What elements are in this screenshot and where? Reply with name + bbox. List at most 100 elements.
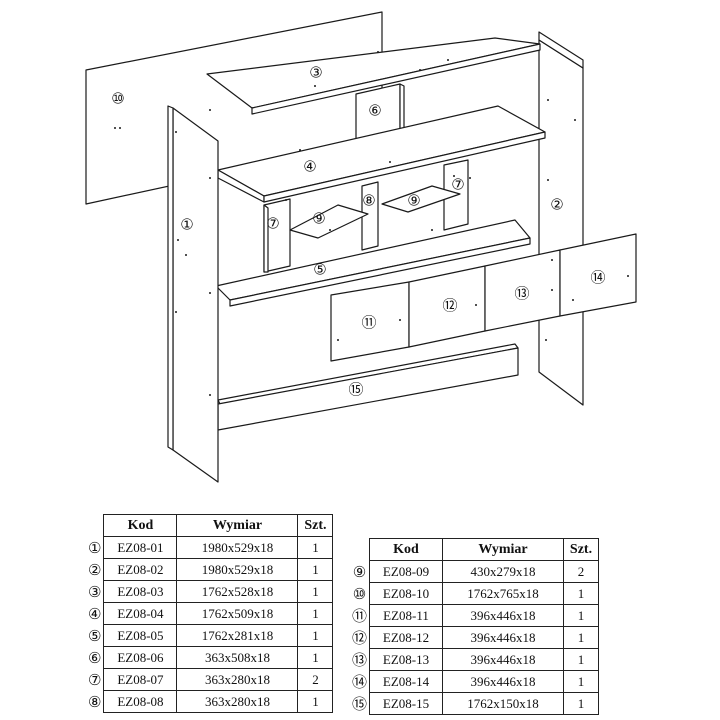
row-number: ⑩	[352, 584, 367, 603]
cell-szt: 1	[297, 690, 334, 713]
cell-wymiar: 1762x281x18	[176, 624, 299, 647]
panel-2-right-side-front	[538, 39, 584, 406]
part-label-3: ③	[309, 64, 322, 82]
panel-2-right-side-edge	[538, 31, 584, 69]
cell-szt: 1	[563, 604, 600, 627]
panel-8-center-divider	[361, 181, 379, 251]
header-wymiar: Wymiar	[442, 538, 565, 561]
cell-kod: EZ08-13	[369, 648, 444, 671]
part-label-9-right: ⑨	[407, 192, 420, 210]
part-label-7-left: ⑦	[266, 215, 279, 233]
cell-kod: EZ08-14	[369, 670, 444, 693]
row-number: ⑨	[352, 562, 367, 581]
cell-szt: 1	[297, 580, 334, 603]
cell-kod: EZ08-09	[369, 560, 444, 583]
panel-9-left-shelf	[289, 204, 369, 239]
part-label-6: ⑥	[368, 102, 381, 120]
cell-szt: 2	[297, 668, 334, 691]
cell-kod: EZ08-06	[103, 646, 178, 669]
row-number: ④	[88, 604, 102, 623]
part-label-2: ②	[550, 196, 563, 214]
cell-wymiar: 396x446x18	[442, 648, 565, 671]
cell-kod: EZ08-03	[103, 580, 178, 603]
panel-3-top-edge	[251, 43, 541, 115]
row-number: ⑭	[352, 673, 368, 691]
panel-1-left-side	[172, 107, 219, 483]
cell-szt: 2	[563, 560, 600, 583]
cell-wymiar: 396x446x18	[442, 626, 565, 649]
cell-wymiar: 1762x765x18	[442, 582, 565, 605]
cell-kod: EZ08-10	[369, 582, 444, 605]
row-number: ⑥	[88, 648, 102, 667]
part-label-5: ⑤	[313, 261, 326, 279]
part-label-9-left: ⑨	[312, 210, 325, 228]
part-label-7-right: ⑦	[451, 176, 464, 194]
header-kod: Kod	[369, 538, 444, 561]
cell-wymiar: 363x280x18	[176, 668, 299, 691]
cell-kod: EZ08-01	[103, 536, 178, 559]
cell-szt: 1	[563, 582, 600, 605]
cell-kod: EZ08-07	[103, 668, 178, 691]
row-number: ⑪	[352, 607, 368, 625]
row-number: ⑮	[352, 695, 368, 713]
part-label-10: ⑩	[111, 90, 124, 108]
panel-9-right-shelf	[381, 185, 461, 213]
part-label-12: ⑫	[442, 297, 457, 315]
header-kod: Kod	[103, 514, 178, 537]
cell-kod: EZ08-12	[369, 626, 444, 649]
panel-5-base-shelf-front	[229, 237, 531, 307]
cell-kod: EZ08-15	[369, 692, 444, 715]
cell-kod: EZ08-04	[103, 602, 178, 625]
header-szt: Szt.	[563, 538, 600, 561]
cell-wymiar: 1980x529x18	[176, 558, 299, 581]
cell-wymiar: 363x280x18	[176, 690, 299, 713]
part-label-14: ⑭	[590, 269, 605, 287]
cell-wymiar: 1762x528x18	[176, 580, 299, 603]
row-number: ⑤	[88, 626, 102, 645]
part-label-13: ⑬	[514, 285, 529, 303]
row-number: ⑦	[88, 670, 102, 689]
header-wymiar: Wymiar	[176, 514, 299, 537]
part-label-11: ⑪	[361, 314, 376, 332]
cell-wymiar: 1762x150x18	[442, 692, 565, 715]
row-number: ①	[88, 538, 102, 557]
cell-wymiar: 430x279x18	[442, 560, 565, 583]
cell-kod: EZ08-08	[103, 690, 178, 713]
row-number: ⑫	[352, 629, 368, 647]
cell-wymiar: 1762x509x18	[176, 602, 299, 625]
cell-szt: 1	[563, 692, 600, 715]
cell-kod: EZ08-02	[103, 558, 178, 581]
header-szt: Szt.	[297, 514, 334, 537]
cell-wymiar: 396x446x18	[442, 670, 565, 693]
exploded-furniture-diagram: ⑩ ③ ⑥ ④ ⑦ ⑧ ⑨ ⑨ ⑦ ① ② ⑤ ⑭ ⑬ ⑫ ⑪ ⑮	[85, 11, 637, 483]
cell-kod: EZ08-11	[369, 604, 444, 627]
cell-szt: 1	[297, 558, 334, 581]
part-label-8: ⑧	[362, 192, 375, 210]
panel-14-door	[559, 233, 637, 317]
row-number: ⑬	[352, 651, 368, 669]
row-number: ⑧	[88, 692, 102, 711]
cell-szt: 1	[297, 646, 334, 669]
cell-szt: 1	[297, 536, 334, 559]
cell-szt: 1	[297, 624, 334, 647]
cell-wymiar: 363x508x18	[176, 646, 299, 669]
row-number: ②	[88, 560, 102, 579]
row-number: ③	[88, 582, 102, 601]
cell-szt: 1	[563, 626, 600, 649]
panel-4-shelf-front	[263, 131, 546, 203]
cell-szt: 1	[563, 670, 600, 693]
dowel-holes	[114, 51, 629, 396]
